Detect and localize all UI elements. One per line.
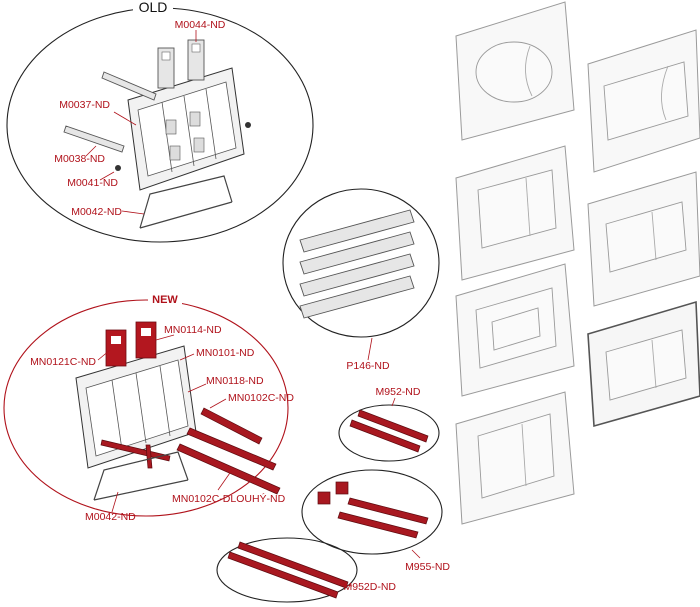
old-screw-right	[245, 122, 251, 128]
label-mn0102c: MN0102C-ND	[228, 392, 294, 404]
plate-square-frame	[455, 263, 575, 397]
m952-group: M952-ND	[338, 386, 440, 462]
label-mn0114: MN0114-ND	[164, 324, 222, 336]
old-screw	[115, 165, 121, 171]
old-bracket-pair	[157, 39, 205, 89]
new-mounting-frame	[75, 345, 197, 469]
new-group: NEW MN0121C-ND	[3, 292, 294, 523]
label-m0042-old: M0042-ND	[71, 206, 122, 218]
old-rods	[63, 71, 157, 153]
plate-rounded-split	[455, 145, 575, 281]
old-wire-stand	[139, 175, 233, 229]
label-p146: P146-ND	[346, 360, 390, 372]
label-m955: M955-ND	[405, 561, 450, 573]
new-red-brackets	[105, 321, 157, 367]
label-m952: M952-ND	[376, 386, 421, 398]
label-m952d: M952D-ND	[343, 581, 396, 593]
label-m0044: M0044-ND	[175, 19, 226, 31]
m952d-group: M952D-ND	[216, 537, 396, 603]
old-title: OLD	[139, 0, 168, 15]
label-mn0118: MN0118-ND	[206, 375, 264, 387]
new-extension-rods	[176, 407, 281, 495]
p146-group: P146-ND	[282, 188, 440, 372]
new-wire-stand	[93, 451, 189, 501]
plate-curved	[587, 29, 700, 173]
new-red-rods-frame	[100, 439, 171, 469]
m955-ring	[301, 469, 443, 555]
p146-ring	[282, 188, 440, 338]
label-m0041: M0041-ND	[67, 177, 118, 189]
new-title-mask	[148, 292, 182, 306]
old-group: OLD	[6, 0, 314, 243]
label-mn0101: MN0101-ND	[196, 347, 255, 359]
flush-plates	[455, 1, 700, 525]
m952d-ring	[216, 537, 358, 603]
new-title: NEW	[152, 294, 178, 306]
label-mn0121c: MN0121C-ND	[30, 356, 96, 368]
plate-oval	[455, 1, 575, 141]
m955-group: M955-ND	[301, 469, 450, 573]
plate-double-rect	[587, 171, 700, 307]
m952-ring	[338, 404, 440, 462]
plate-square-split	[455, 391, 575, 525]
label-m0038: M0038-ND	[54, 153, 105, 165]
old-mounting-frame	[127, 67, 245, 191]
old-title-mask	[133, 0, 173, 16]
label-m0037: M0037-ND	[59, 99, 110, 111]
plate-framed-split	[587, 300, 700, 428]
label-m0042-new: M0042-ND	[85, 511, 136, 523]
label-mn0102c-dlouhy: MN0102C-DLOUHÝ-ND	[172, 492, 286, 505]
new-ring	[3, 299, 289, 517]
